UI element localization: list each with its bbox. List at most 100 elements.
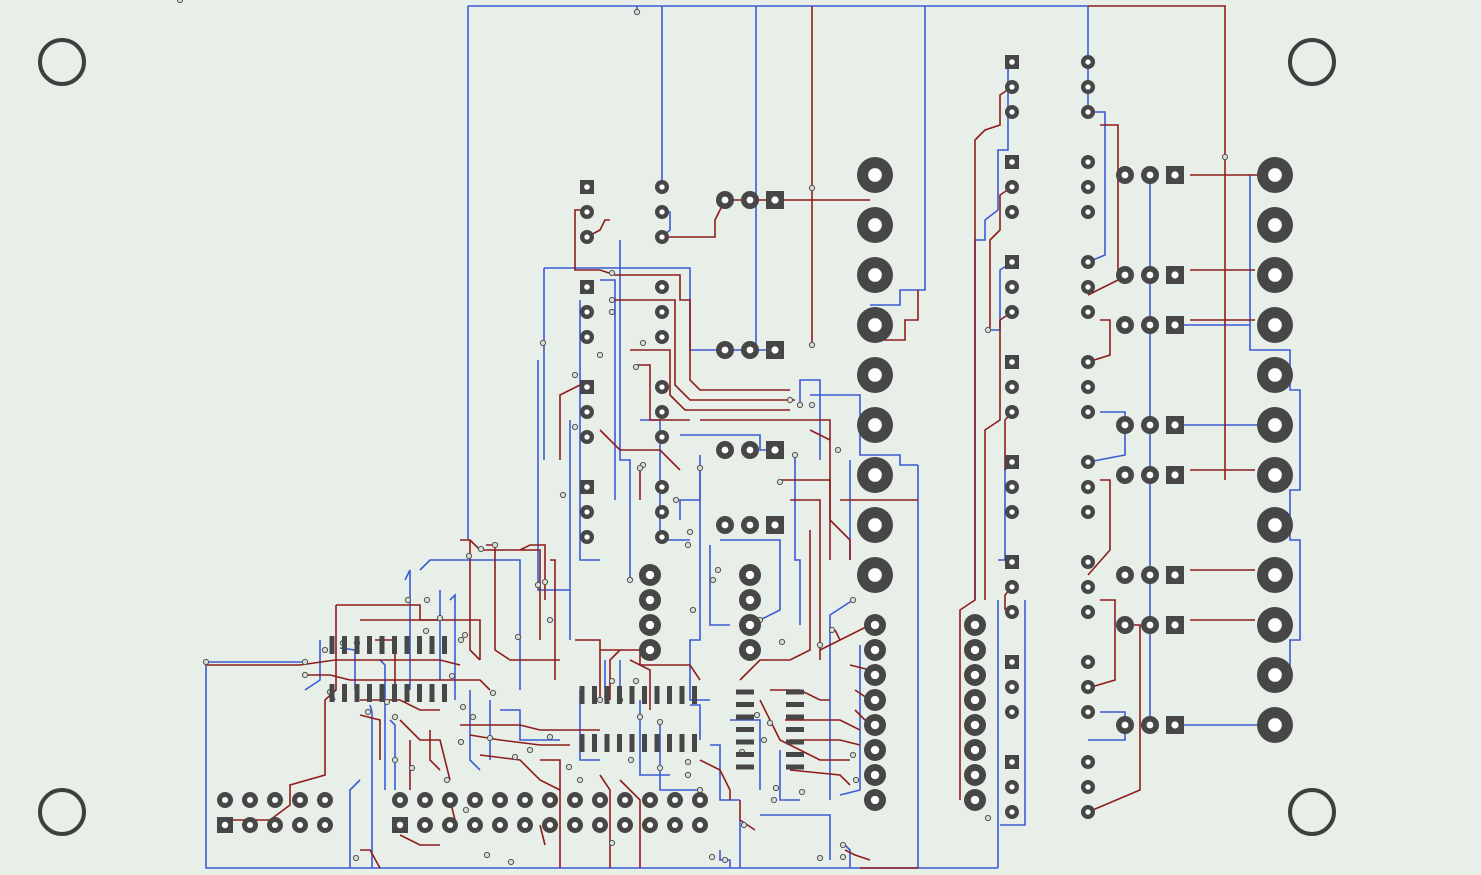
bottom-trace — [1000, 600, 1026, 826]
pad-hole — [321, 796, 329, 804]
pad-hole — [446, 821, 454, 829]
bottom-trace — [810, 394, 918, 466]
top-trace — [870, 290, 919, 341]
via — [321, 646, 329, 654]
pad-hole — [621, 796, 629, 804]
pad-hole — [1268, 568, 1282, 582]
top-trace — [834, 629, 841, 641]
smd-pad — [654, 686, 660, 704]
pad-hole — [1085, 609, 1091, 615]
via — [507, 858, 515, 866]
via — [816, 641, 824, 649]
smd-pad — [592, 734, 597, 752]
top-trace — [780, 479, 831, 560]
pad-hole — [771, 346, 779, 354]
via — [984, 814, 992, 822]
bottom-trace — [449, 593, 456, 700]
bottom-trace — [349, 779, 361, 868]
top-trace — [359, 714, 381, 760]
top-trace — [460, 724, 600, 731]
smd-pad — [667, 734, 672, 752]
via — [565, 763, 573, 771]
pad-hole — [1009, 284, 1015, 290]
pad-hole — [584, 484, 590, 490]
pad-hole — [659, 284, 665, 290]
via — [672, 496, 680, 504]
pad-hole — [1146, 321, 1154, 329]
via — [469, 713, 477, 721]
pad-hole — [1085, 59, 1091, 65]
via — [633, 8, 641, 16]
pad-hole — [1268, 418, 1282, 432]
pad-hole — [671, 796, 679, 804]
via — [786, 396, 794, 404]
smd-pad — [679, 734, 685, 752]
via — [459, 703, 467, 711]
top-trace — [206, 659, 461, 666]
smd-pad — [417, 684, 422, 702]
pad-hole — [1268, 668, 1282, 682]
pad-hole — [1146, 171, 1154, 179]
smd-pad — [786, 714, 804, 720]
via — [708, 853, 716, 861]
pad-hole — [571, 821, 579, 829]
smd-pad — [429, 684, 435, 702]
pad-hole — [1121, 421, 1129, 429]
bottom-trace — [404, 569, 411, 690]
top-trace — [790, 739, 861, 746]
top-trace — [630, 349, 790, 411]
pad-hole — [1085, 284, 1091, 290]
top-trace — [785, 719, 861, 731]
via — [526, 746, 534, 754]
pad-hole — [1085, 509, 1091, 515]
pad-hole — [1085, 684, 1091, 690]
smd-pad — [617, 734, 622, 752]
pad-hole — [446, 796, 454, 804]
pad-hole — [1171, 621, 1179, 629]
smd-pad — [442, 684, 447, 702]
pad-hole — [1009, 109, 1015, 115]
via — [639, 339, 647, 347]
pad-hole — [1085, 159, 1091, 165]
pad-hole — [396, 796, 404, 804]
bottom-trace — [600, 279, 616, 500]
pad-hole — [296, 796, 304, 804]
via — [608, 839, 616, 847]
smd-pad — [692, 734, 697, 752]
top-trace — [429, 730, 441, 771]
pad-hole — [621, 821, 629, 829]
via — [636, 713, 644, 721]
pad-hole — [246, 796, 254, 804]
pad-hole — [221, 796, 229, 804]
bottom-trace — [304, 640, 321, 691]
pad-hole — [771, 196, 779, 204]
via — [489, 689, 497, 697]
pad-hole — [868, 518, 882, 532]
pad-hole — [1085, 584, 1091, 590]
pad-hole — [1268, 168, 1282, 182]
smd-pad — [679, 686, 685, 704]
pad-hole — [471, 821, 479, 829]
pad-hole — [271, 796, 279, 804]
pad-hole — [1085, 384, 1091, 390]
top-trace — [540, 759, 561, 868]
via — [443, 776, 451, 784]
bottom-trace — [419, 559, 521, 690]
pad-hole — [1085, 84, 1091, 90]
smd-pad — [404, 636, 410, 654]
pad-hole — [868, 318, 882, 332]
pad-hole — [571, 796, 579, 804]
pad-hole — [646, 796, 654, 804]
via — [391, 713, 399, 721]
smd-pad — [354, 636, 360, 654]
pad-hole — [745, 620, 755, 630]
pad-hole — [646, 821, 654, 829]
pad-hole — [1121, 171, 1129, 179]
pad-hole — [584, 209, 590, 215]
via — [798, 788, 806, 796]
pad-hole — [1085, 484, 1091, 490]
pad-hole — [645, 620, 655, 630]
pad-hole — [1121, 721, 1129, 729]
